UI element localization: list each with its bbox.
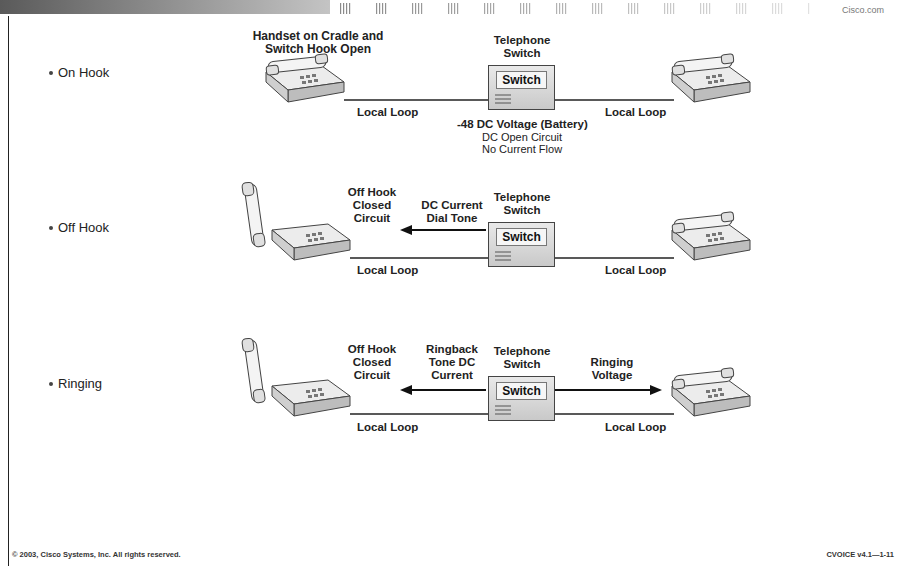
switch-label: Switch bbox=[496, 228, 547, 246]
signal-label: Ringback Tone DC Current bbox=[421, 343, 483, 382]
signal-label: DC Current Dial Tone bbox=[416, 199, 488, 225]
switch-box: Telephone SwitchSwitch bbox=[488, 65, 555, 110]
bullet-dot bbox=[49, 71, 53, 75]
loop-label: Local Loop bbox=[605, 421, 666, 434]
loop-label: Local Loop bbox=[357, 264, 418, 277]
annotation: Off Hook Closed Circuit bbox=[344, 343, 400, 382]
annotation: DC Open Circuit bbox=[482, 131, 562, 144]
copyright: © 2003, Cisco Systems, Inc. All rights r… bbox=[12, 548, 181, 561]
switch-box: Telephone SwitchSwitch bbox=[488, 222, 555, 267]
annotation: No Current Flow bbox=[482, 143, 562, 156]
loop-label: Local Loop bbox=[357, 106, 418, 119]
loop-label: Local Loop bbox=[605, 106, 666, 119]
bullet-dot bbox=[49, 226, 53, 230]
annotation: Handset on Cradle and Switch Hook Open bbox=[238, 30, 398, 56]
signal-label: Ringing Voltage bbox=[582, 356, 642, 382]
loop-label: Local Loop bbox=[605, 264, 666, 277]
switch-label: Switch bbox=[496, 71, 547, 89]
switch-label: Switch bbox=[496, 382, 547, 400]
state-heading: On Hook bbox=[58, 66, 109, 79]
site-name: Cisco.com bbox=[842, 4, 884, 17]
switch-box: Telephone SwitchSwitch bbox=[488, 376, 555, 421]
switch-heading: Telephone Switch bbox=[484, 345, 560, 371]
state-heading: Off Hook bbox=[58, 221, 109, 234]
slide-id: CVOICE v4.1—1-11 bbox=[826, 548, 894, 561]
switch-heading: Telephone Switch bbox=[484, 191, 560, 217]
annotation: -48 DC Voltage (Battery) bbox=[457, 118, 588, 131]
bullet-dot bbox=[49, 382, 53, 386]
state-heading: Ringing bbox=[58, 377, 102, 390]
annotation: Off Hook Closed Circuit bbox=[344, 186, 400, 225]
switch-heading: Telephone Switch bbox=[484, 34, 560, 60]
loop-label: Local Loop bbox=[357, 421, 418, 434]
